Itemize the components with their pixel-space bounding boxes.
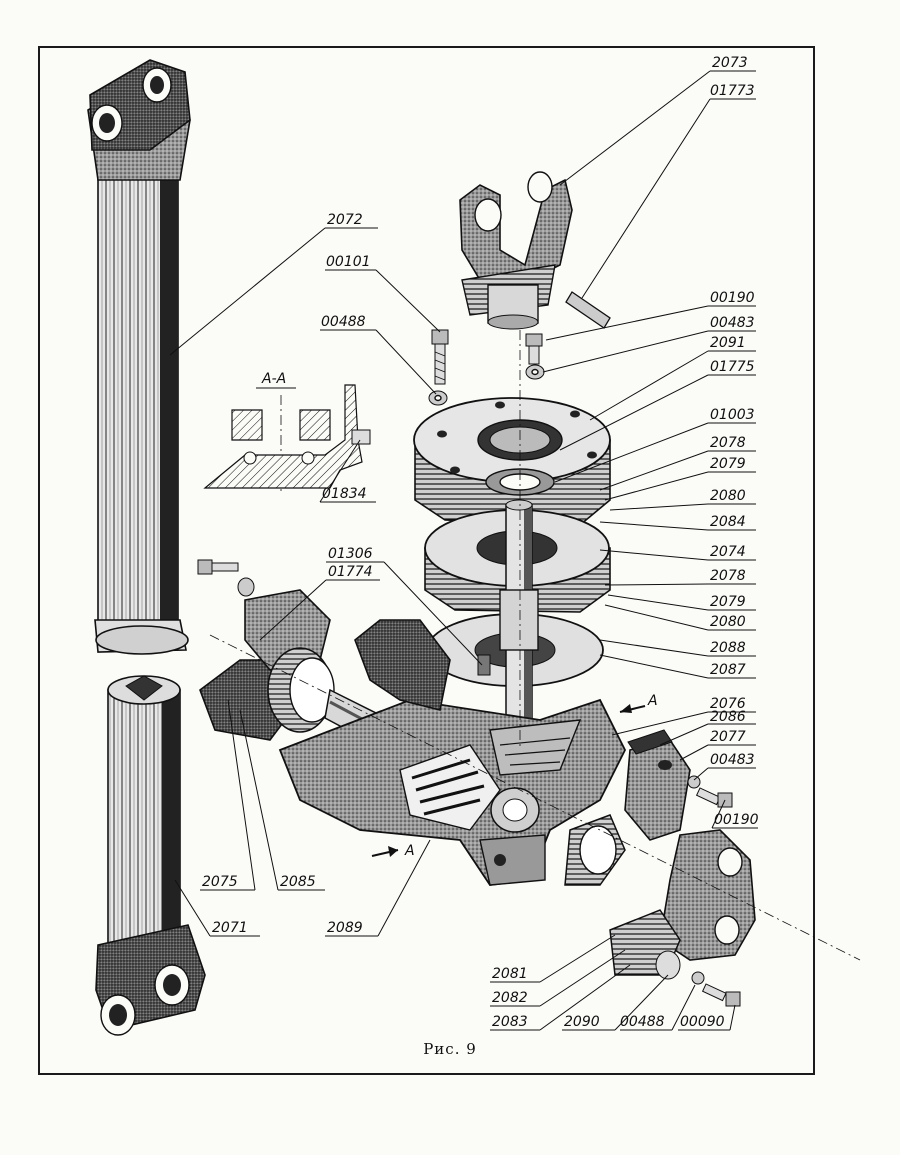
label-2075: 2075 — [202, 874, 238, 890]
figure-caption: Рис. 9 — [423, 1040, 477, 1058]
label-2084: 2084 — [710, 514, 746, 530]
label-00190-bottom: 00190 — [714, 812, 759, 828]
label-2091: 2091 — [710, 335, 746, 351]
section-arrow-label-upper: A — [647, 693, 658, 709]
label-2081: 2081 — [492, 966, 528, 982]
figure-frame — [38, 46, 815, 1075]
label-2079-a: 2079 — [710, 456, 746, 472]
upper-shaft-2072 — [87, 59, 191, 655]
central-shaft — [477, 499, 539, 736]
section-arrow-lower: A — [371, 843, 415, 859]
part-labels: 2073 01773 2072 00101 00488 00190 00483 … — [202, 55, 759, 1030]
label-00488-top: 00488 — [321, 314, 366, 330]
label-00090: 00090 — [680, 1014, 725, 1030]
label-00101: 00101 — [326, 254, 371, 270]
washer-00483-top — [525, 364, 545, 380]
roller-bearing-2085 — [267, 647, 335, 733]
label-2074: 2074 — [710, 544, 746, 560]
label-2079-b: 2079 — [710, 594, 746, 610]
label-2089: 2089 — [327, 920, 363, 936]
label-2077: 2077 — [710, 729, 746, 745]
label-2090: 2090 — [564, 1014, 600, 1030]
label-2080-a: 2080 — [710, 488, 746, 504]
label-2087: 2087 — [710, 662, 746, 678]
lower-right-yoke-2081 — [609, 829, 756, 980]
label-00488-bottom: 00488 — [620, 1014, 665, 1030]
bolt-00190-top — [525, 333, 543, 365]
label-01003: 01003 — [710, 407, 755, 423]
label-2072: 2072 — [327, 212, 363, 228]
section-a-a-detail: A-A — [203, 371, 371, 492]
label-2088: 2088 — [710, 640, 746, 656]
bearing-right — [564, 814, 626, 886]
label-00483-bottom: 00483 — [710, 752, 755, 768]
lower-shaft-2071 — [95, 675, 206, 1036]
section-arrow-label-lower: A — [404, 843, 415, 859]
leader-lines — [169, 70, 758, 1031]
section-arrow-upper: A — [619, 693, 658, 713]
bolt-00190-bottom — [687, 775, 733, 808]
bolt-00090 — [691, 971, 741, 1007]
label-2078-a: 2078 — [710, 435, 746, 451]
label-01773: 01773 — [710, 83, 755, 99]
label-2071: 2071 — [212, 920, 248, 936]
bolt-00101 — [431, 329, 449, 385]
label-01306: 01306 — [328, 546, 373, 562]
bearing-upper — [485, 468, 555, 496]
label-2083: 2083 — [492, 1014, 528, 1030]
label-2085: 2085 — [280, 874, 316, 890]
label-00190-top: 00190 — [710, 290, 755, 306]
label-2080-b: 2080 — [710, 614, 746, 630]
label-2082: 2082 — [492, 990, 528, 1006]
label-01775: 01775 — [710, 359, 755, 375]
label-2076: 2076 — [710, 696, 746, 712]
label-01774: 01774 — [328, 564, 373, 580]
gearbox-housing-2089 — [278, 619, 627, 886]
top-yoke-2073 — [459, 171, 573, 330]
cover-2077 — [624, 729, 691, 841]
washer-00488-top — [428, 390, 448, 406]
label-01834: 01834 — [322, 486, 367, 502]
bolt-left — [197, 559, 255, 597]
label-00483-top: 00483 — [710, 315, 755, 331]
section-label: A-A — [261, 371, 286, 387]
label-2078-b: 2078 — [710, 568, 746, 584]
label-2073: 2073 — [712, 55, 748, 71]
pin-01773 — [565, 291, 611, 329]
label-2086: 2086 — [710, 709, 746, 725]
